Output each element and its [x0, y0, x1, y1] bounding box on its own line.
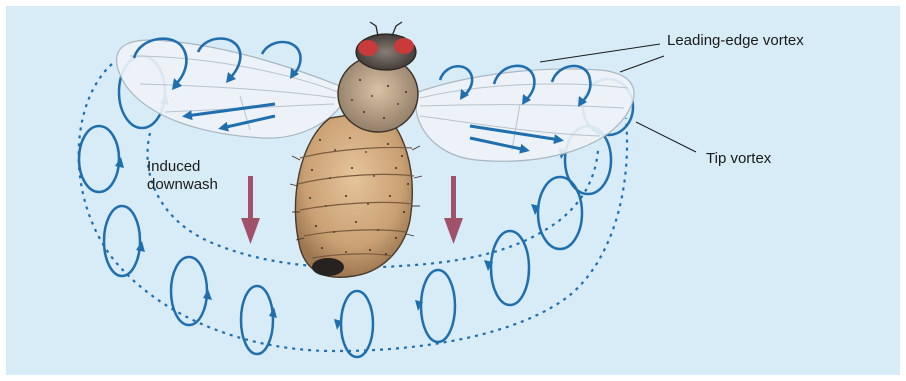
fly-eye-right: [394, 38, 414, 54]
fly-abdomen-tip: [312, 258, 344, 276]
label-downwash: downwash: [147, 176, 218, 194]
label-induced: Induced: [147, 158, 200, 176]
fly-eye-left: [358, 40, 378, 56]
label-tip-vortex: Tip vortex: [706, 150, 771, 168]
label-leading-edge-vortex: Leading-edge vortex: [667, 32, 804, 50]
